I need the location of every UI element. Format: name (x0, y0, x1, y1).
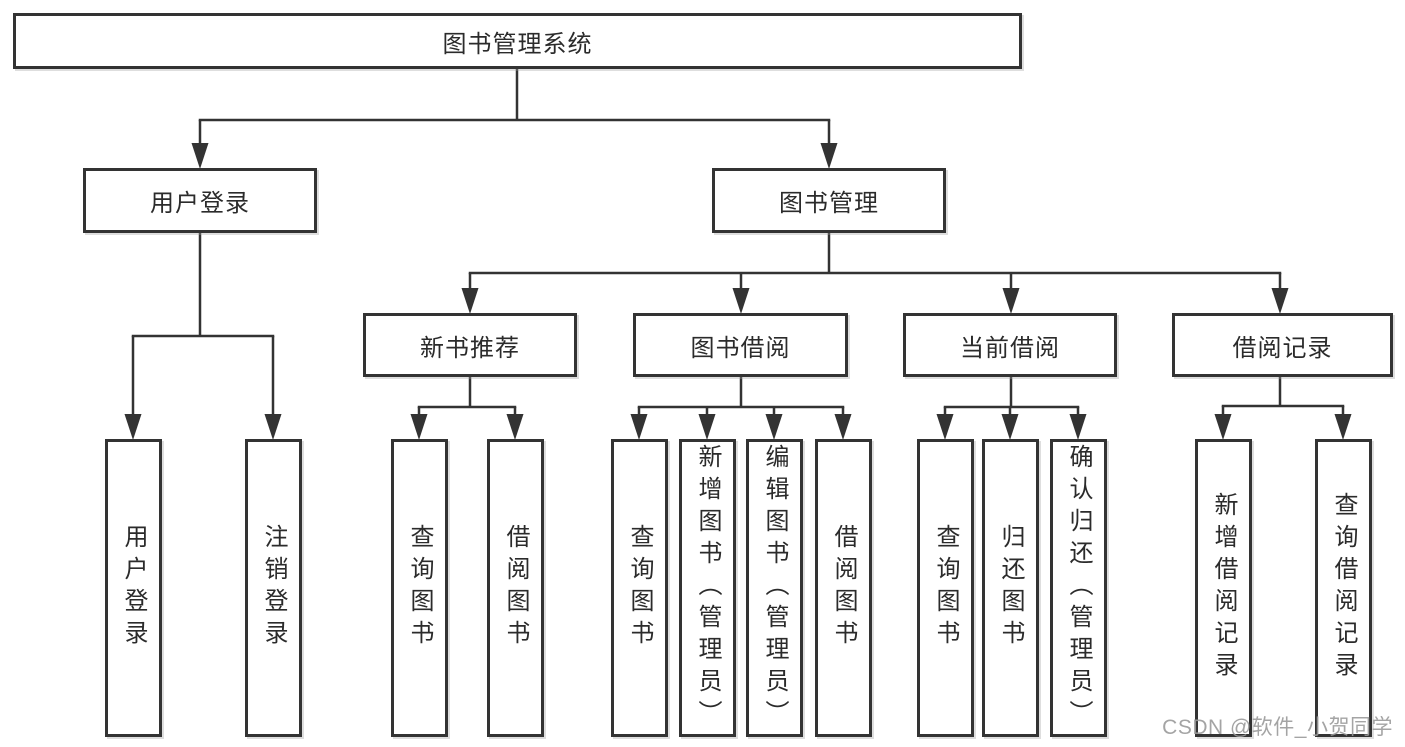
node-book-management: 图书管理 (712, 168, 946, 233)
node-user-login: 用户登录 (83, 168, 317, 233)
leaf-add-book-admin: 新增图书（管理员） (678, 439, 736, 737)
leaf-query-book-1: 查询图书 (390, 439, 448, 737)
node-book-borrow: 图书借阅 (633, 313, 848, 377)
node-current-borrow: 当前借阅 (903, 313, 1117, 377)
watermark-text: CSDN @软件_小贺同学 (1162, 716, 1393, 739)
leaf-add-borrow-record: 新增借阅记录 (1194, 439, 1252, 737)
leaf-query-book-2: 查询图书 (610, 439, 668, 737)
leaf-borrow-book-1: 借阅图书 (486, 439, 544, 737)
leaf-query-borrow-record: 查询借阅记录 (1314, 439, 1372, 737)
leaf-user-login: 用户登录 (104, 439, 162, 737)
node-new-book-recommend: 新书推荐 (363, 313, 577, 377)
node-library-system: 图书管理系统 (13, 13, 1022, 69)
leaf-logout: 注销登录 (244, 439, 302, 737)
leaf-return-book: 归还图书 (981, 439, 1039, 737)
node-borrow-record: 借阅记录 (1172, 313, 1393, 377)
leaf-borrow-book-2: 借阅图书 (814, 439, 872, 737)
leaf-query-book-3: 查询图书 (916, 439, 974, 737)
leaf-edit-book-admin: 编辑图书（管理员） (745, 439, 803, 737)
leaf-confirm-return-admin: 确认归还（管理员） (1049, 439, 1107, 737)
